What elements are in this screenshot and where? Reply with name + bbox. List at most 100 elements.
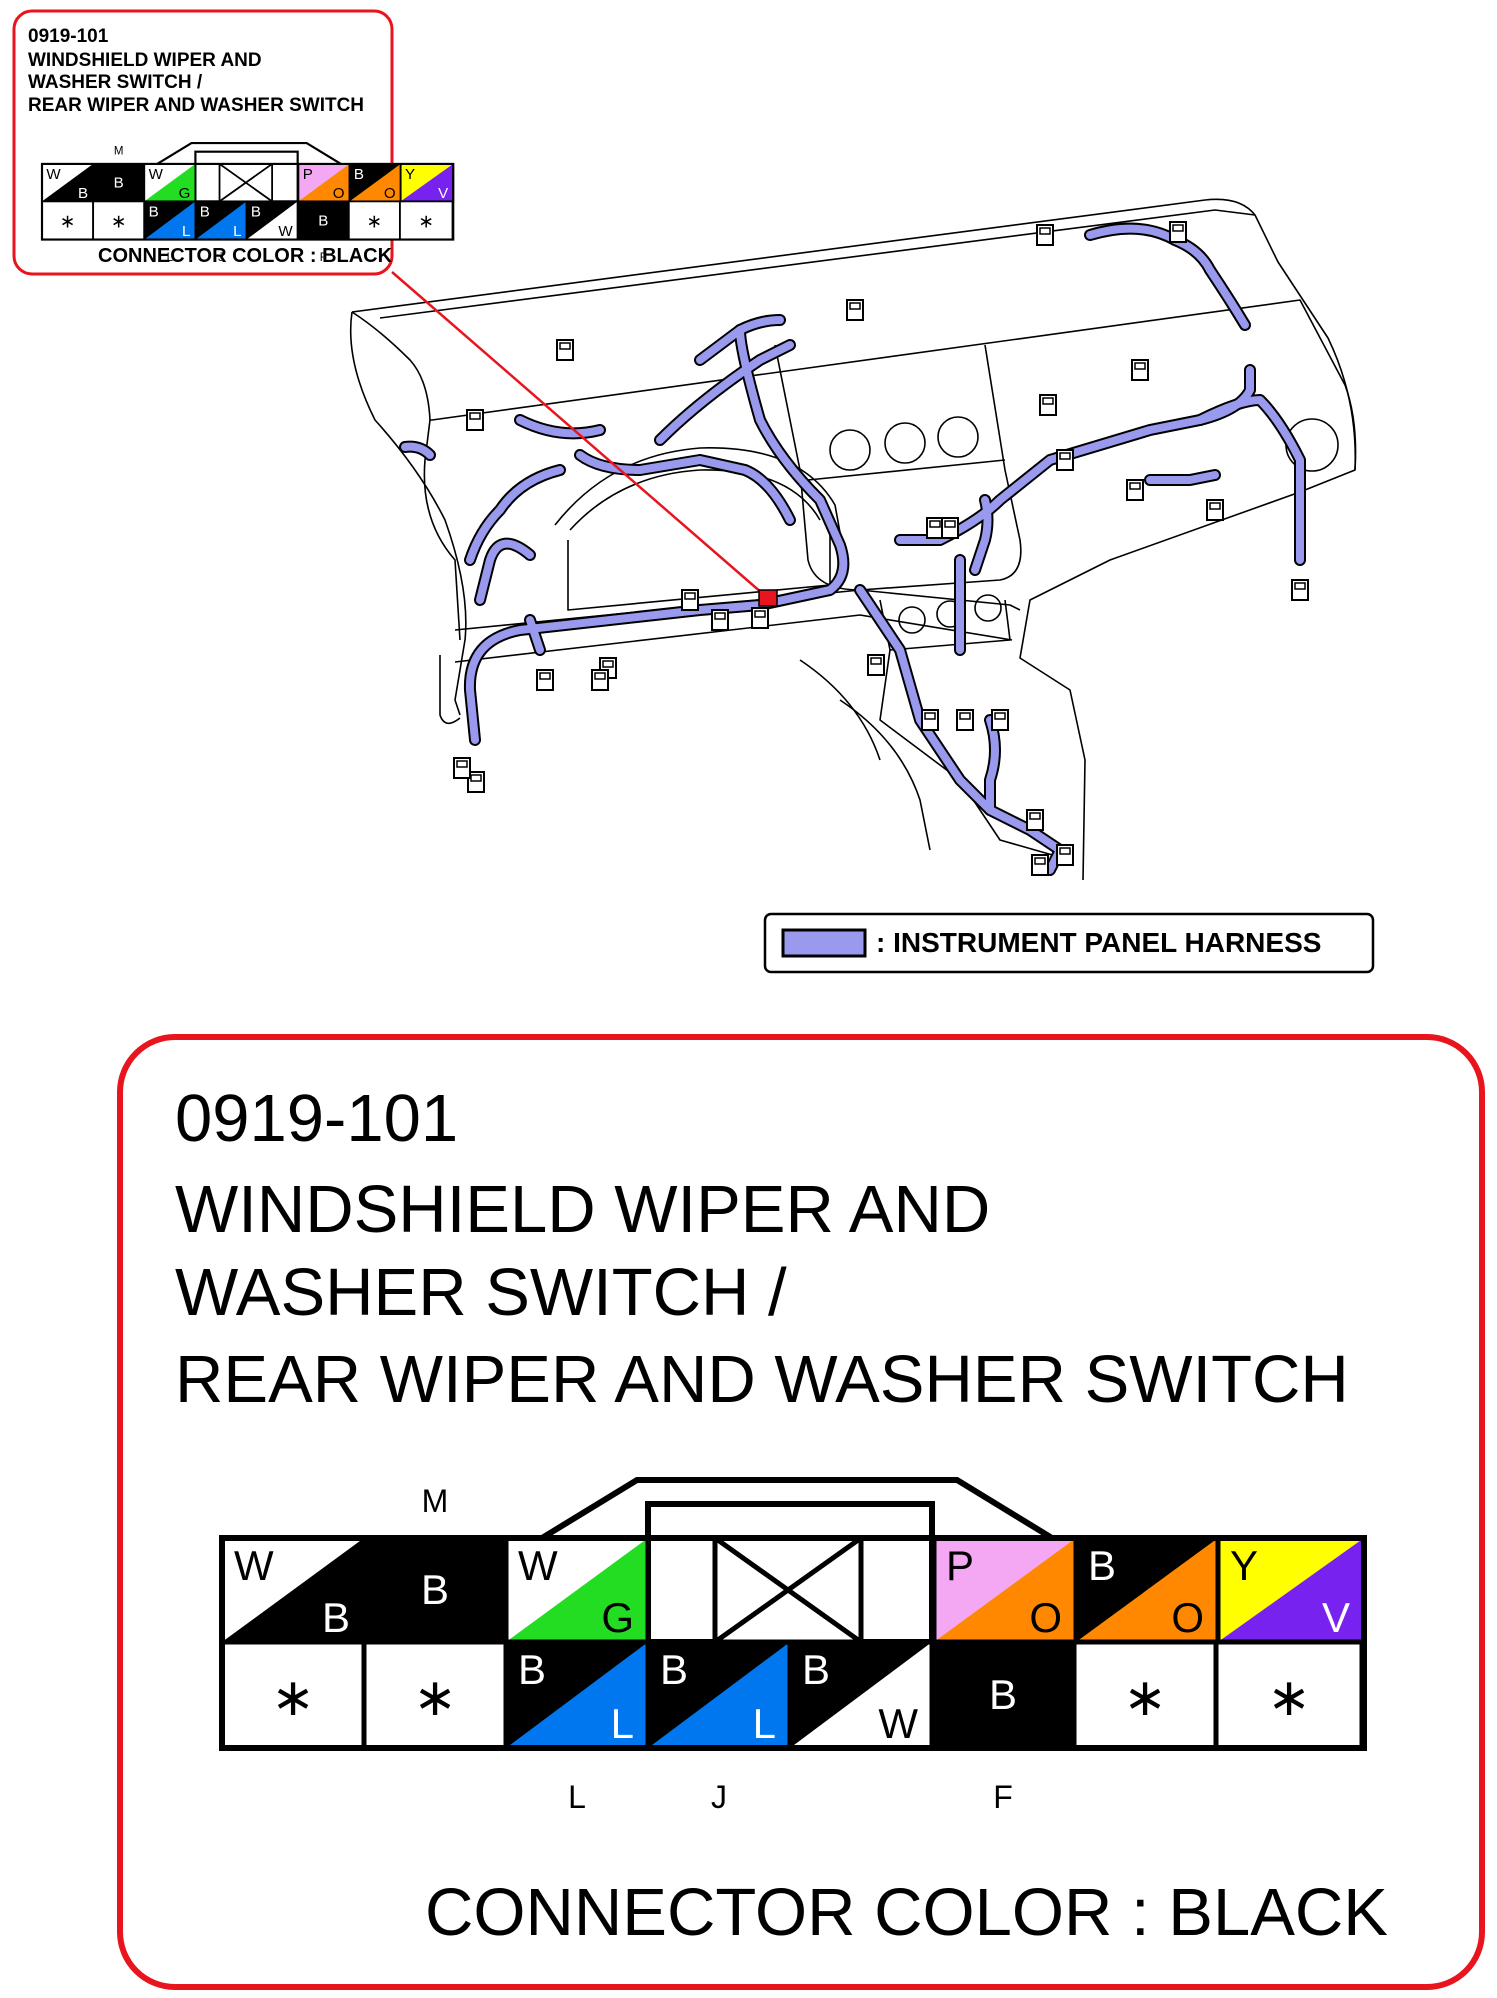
pin-bottom-8: ∗ <box>399 200 454 241</box>
pin-bottom-3: BL <box>503 1639 651 1751</box>
pin-background <box>222 1642 364 1748</box>
pin-color-label: B <box>114 175 124 192</box>
pin-color-label: Y <box>1230 1542 1258 1589</box>
legend-border <box>763 912 1375 974</box>
pin-background <box>932 1642 1074 1748</box>
pin-unused-mark: ∗ <box>418 211 434 232</box>
pin-stripe-label: V <box>438 185 449 202</box>
pin-stripe <box>222 1538 364 1642</box>
pin-stripe-label: W <box>278 223 293 240</box>
center-stack-line <box>807 459 1006 481</box>
pin-bottom-7: ∗ <box>1071 1639 1219 1751</box>
pin-stripe <box>934 1538 1076 1642</box>
pin-top-2: B <box>361 1535 509 1645</box>
pin-unused-mark: ∗ <box>111 211 127 232</box>
pin-color-label: B <box>802 1646 830 1693</box>
pin-stripe-label: W <box>878 1700 918 1747</box>
cluster-hood-inner <box>569 469 821 531</box>
small-title-line-2: WASHER SWITCH / <box>28 72 203 93</box>
pin-stripe-label: L <box>753 1700 776 1747</box>
pin-color-label: B <box>200 204 210 221</box>
connector-frame <box>40 162 455 241</box>
pin-top-4: PO <box>931 1535 1079 1645</box>
pin-unused-mark: ∗ <box>1123 1669 1167 1727</box>
pin-stripe <box>506 1642 648 1748</box>
pin-background <box>1074 1642 1216 1748</box>
pin-stripe <box>1076 1538 1218 1642</box>
pin-top-1: WB <box>41 163 95 203</box>
detail-callout: 0919-101 WINDSHIELD WIPER AND WASHER SWI… <box>117 1034 1485 1990</box>
pin-bottom-1: ∗ <box>41 200 95 241</box>
pin-stripe-label: O <box>1029 1594 1062 1641</box>
marker-m: M <box>422 1483 449 1519</box>
connector-lock-cross-2 <box>713 1535 863 1645</box>
small-connector-color: CONNECTOR COLOR : BLACK <box>98 245 393 267</box>
pin-color-label: W <box>518 1542 558 1589</box>
pin-stripe-label: O <box>333 185 345 202</box>
pin-color-label: W <box>234 1542 274 1589</box>
vent-3 <box>937 416 979 458</box>
vent-2 <box>884 422 926 464</box>
pin-color-label: P <box>946 1542 974 1589</box>
dash-front-edge <box>351 299 1357 471</box>
pin-top-3: WG <box>503 1535 651 1645</box>
small-callout: 0919-101 WINDSHIELD WIPER AND WASHER SWI… <box>12 9 455 276</box>
pin-background <box>1216 1642 1362 1748</box>
detail-connector-color: CONNECTOR COLOR : BLACK <box>425 1875 1388 1950</box>
pin-stripe-label: L <box>611 1700 634 1747</box>
pin-stripe-label: O <box>384 185 396 202</box>
legend-text: : INSTRUMENT PANEL HARNESS <box>876 927 1321 958</box>
pin-background <box>93 201 145 240</box>
pin-top-1: WB <box>219 1535 367 1645</box>
console-left-2 <box>839 699 931 851</box>
pin-unused-mark: ∗ <box>60 211 76 232</box>
pin-stripe <box>648 1642 790 1748</box>
pin-bottom-5: BW <box>245 200 299 241</box>
pin-color-label: B <box>1088 1542 1116 1589</box>
pin-color-label: P <box>303 166 313 183</box>
cluster-face <box>567 525 831 611</box>
pin-stripe-label: G <box>601 1594 634 1641</box>
pin-bottom-2: ∗ <box>92 200 146 241</box>
pin-unused-mark: ∗ <box>271 1669 315 1727</box>
harness-fill <box>405 229 1300 870</box>
pin-color-label: B <box>660 1646 688 1693</box>
knob-1 <box>898 606 926 634</box>
pin-stripe-label: L <box>233 223 241 240</box>
pin-color-label: W <box>149 166 164 183</box>
pin-stripe-label: B <box>78 185 88 202</box>
pin-bottom-5: BW <box>787 1639 935 1751</box>
pin-background <box>348 201 400 240</box>
pin-top-5: BO <box>348 163 402 203</box>
pin-bottom-2: ∗ <box>361 1639 509 1751</box>
marker-m: M <box>114 146 124 158</box>
dash-outline-left <box>349 311 467 716</box>
pin-color-label: W <box>46 166 61 183</box>
detail-title-line-3: REAR WIPER AND WASHER SWITCH <box>175 1342 1349 1417</box>
pin-unused-mark: ∗ <box>1267 1669 1311 1727</box>
connector-frame <box>219 1535 1367 1751</box>
pin-bottom-8: ∗ <box>1213 1639 1365 1751</box>
target-connector <box>758 589 778 607</box>
dash-outline-right <box>351 198 1357 881</box>
detail-code: 0919-101 <box>175 1081 458 1156</box>
marker-j: J <box>218 252 224 264</box>
marker-j: J <box>711 1779 727 1815</box>
pin-background <box>93 163 145 202</box>
small-title-line-1: WINDSHIELD WIPER AND <box>28 50 262 71</box>
pin-bottom-6: B <box>296 200 350 241</box>
detail-title-line-1: WINDSHIELD WIPER AND <box>175 1172 990 1247</box>
dash-top-line <box>379 209 1256 319</box>
marker-f: F <box>993 1779 1013 1815</box>
pin-color-label: B <box>989 1671 1017 1718</box>
small-code: 0919-101 <box>28 26 109 47</box>
pin-color-label: Y <box>405 166 415 183</box>
console-left <box>799 659 881 761</box>
pin-top-3: WG <box>143 163 197 203</box>
pin-color-label: B <box>518 1646 546 1693</box>
pin-background <box>297 201 349 240</box>
small-title-line-3: REAR WIPER AND WASHER SWITCH <box>28 95 364 116</box>
pin-unused-mark: ∗ <box>413 1669 457 1727</box>
